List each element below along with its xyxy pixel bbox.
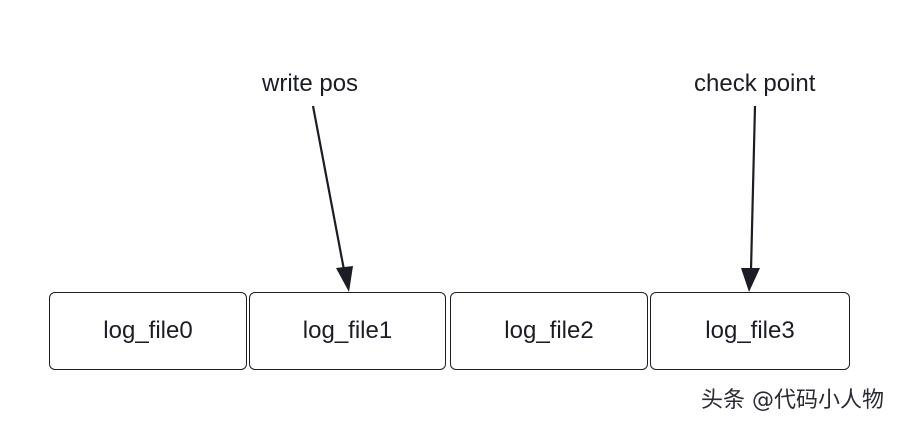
- check-point-label: check point: [694, 70, 816, 97]
- check-point-arrow: [741, 105, 760, 292]
- watermark: 头条 @代码小人物: [701, 388, 884, 413]
- write-pos-label: write pos: [262, 70, 359, 97]
- write-pos-arrow: [311, 105, 353, 292]
- check-point-arrowhead: [741, 268, 760, 292]
- log-file-label: log_file1: [302, 317, 393, 344]
- log-file-box-3: log_file3: [650, 292, 850, 370]
- log-file-box-1: log_file1: [249, 292, 446, 370]
- log-file-box-0: log_file0: [49, 292, 247, 370]
- log-file-label: log_file2: [504, 317, 594, 344]
- log-file-label: log_file0: [103, 317, 193, 344]
- log-file-box-2: log_file2: [450, 292, 648, 370]
- write-pos-arrowhead: [336, 266, 353, 292]
- log-file-label: log_file3: [705, 317, 795, 344]
